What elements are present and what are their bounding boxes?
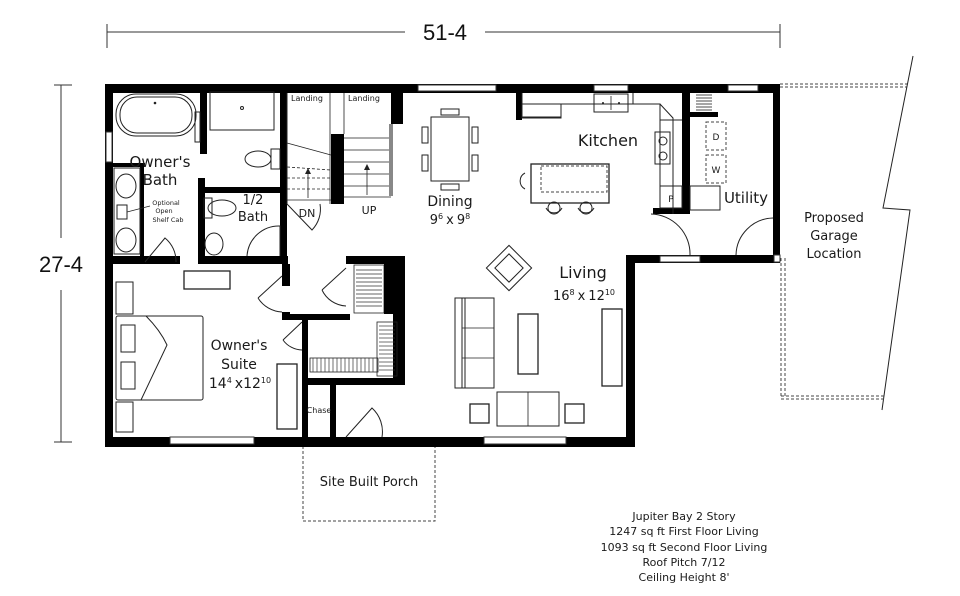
stair-up-label: UP: [362, 204, 377, 217]
doors: [144, 203, 774, 438]
shelf-label-3: Shelf Cab: [152, 216, 183, 224]
dresser: [183, 270, 231, 290]
bathtub: [115, 93, 197, 137]
half-bath-toilet: [203, 197, 237, 219]
half-bath-label-1: 1/2: [243, 193, 264, 208]
washer: [705, 154, 727, 184]
info-line: Roof Pitch 7/12: [643, 556, 726, 569]
owners-bath-vanity: [113, 167, 151, 255]
sofa: [454, 297, 466, 389]
info-line: 1247 sq ft First Floor Living: [609, 525, 758, 538]
owners-bath-label-2: Bath: [143, 171, 178, 189]
shelf-label-1: Optional: [152, 199, 180, 207]
shower-door: [194, 111, 201, 143]
width-label: 51-4: [423, 20, 467, 45]
dining-label: Dining: [427, 194, 472, 210]
dryer-label: D: [713, 133, 720, 143]
garage-label-2: Garage: [810, 229, 858, 244]
dryer: [705, 121, 727, 151]
kitchen-counters: [521, 93, 683, 214]
stair-down-label: DN: [299, 207, 316, 220]
tv-console: [601, 308, 623, 387]
info-line: Ceiling Height 8': [639, 571, 730, 584]
utility-fixtures: [689, 94, 727, 211]
living-label: Living: [559, 263, 607, 282]
shelf-label-2: Open: [155, 207, 172, 215]
depth-dimension: 27-4: [39, 84, 83, 443]
utility-label: Utility: [724, 189, 768, 207]
chase-label: Chase: [307, 406, 332, 415]
owners-bath-label-1: Owner's: [130, 153, 191, 171]
owners-suite-furniture: [115, 270, 298, 433]
nightstand: [115, 281, 134, 315]
living-furniture: [454, 244, 623, 427]
sink: [593, 93, 629, 113]
nightstand: [115, 401, 134, 433]
owners-bath-toilet: [244, 148, 281, 170]
coffee-table: [517, 313, 539, 375]
end-table: [469, 403, 490, 424]
owners-suite-label-1: Owner's: [211, 338, 268, 354]
landing-label-right: Landing: [348, 94, 380, 103]
half-bath-label-2: Bath: [238, 210, 268, 225]
plan-info-block: Jupiter Bay 2 Story 1247 sq ft First Flo…: [601, 510, 768, 584]
shower: [209, 91, 275, 131]
garage-label-3: Location: [807, 247, 862, 262]
owners-suite-label-2: Suite: [221, 357, 257, 373]
porch-label: Site Built Porch: [320, 475, 418, 490]
washer-label: W: [712, 166, 721, 176]
end-table: [564, 403, 585, 424]
half-bath-sink: [204, 232, 224, 256]
garage-outline: [780, 55, 914, 411]
pantry: [659, 185, 683, 209]
kitchen-label: Kitchen: [578, 131, 638, 150]
kitchen-island: [519, 163, 610, 215]
room-labels: Owner's Bath Optional Open Shelf Cab 1/2…: [130, 94, 864, 490]
stairs: [286, 93, 393, 204]
closets: [309, 264, 398, 377]
armoire: [276, 363, 298, 430]
windows: [105, 84, 781, 445]
info-line: 1093 sq ft Second Floor Living: [601, 541, 768, 554]
depth-label: 27-4: [39, 252, 83, 277]
dining-table: [421, 108, 479, 191]
width-dimension: 51-4: [106, 20, 781, 48]
range: [654, 131, 671, 165]
interior-walls: [105, 84, 718, 440]
landing-label-left: Landing: [291, 94, 323, 103]
garage-label-1: Proposed: [804, 211, 864, 226]
bed: [115, 315, 204, 401]
info-line: Jupiter Bay 2 Story: [631, 510, 736, 523]
pantry-label: P: [668, 195, 674, 205]
